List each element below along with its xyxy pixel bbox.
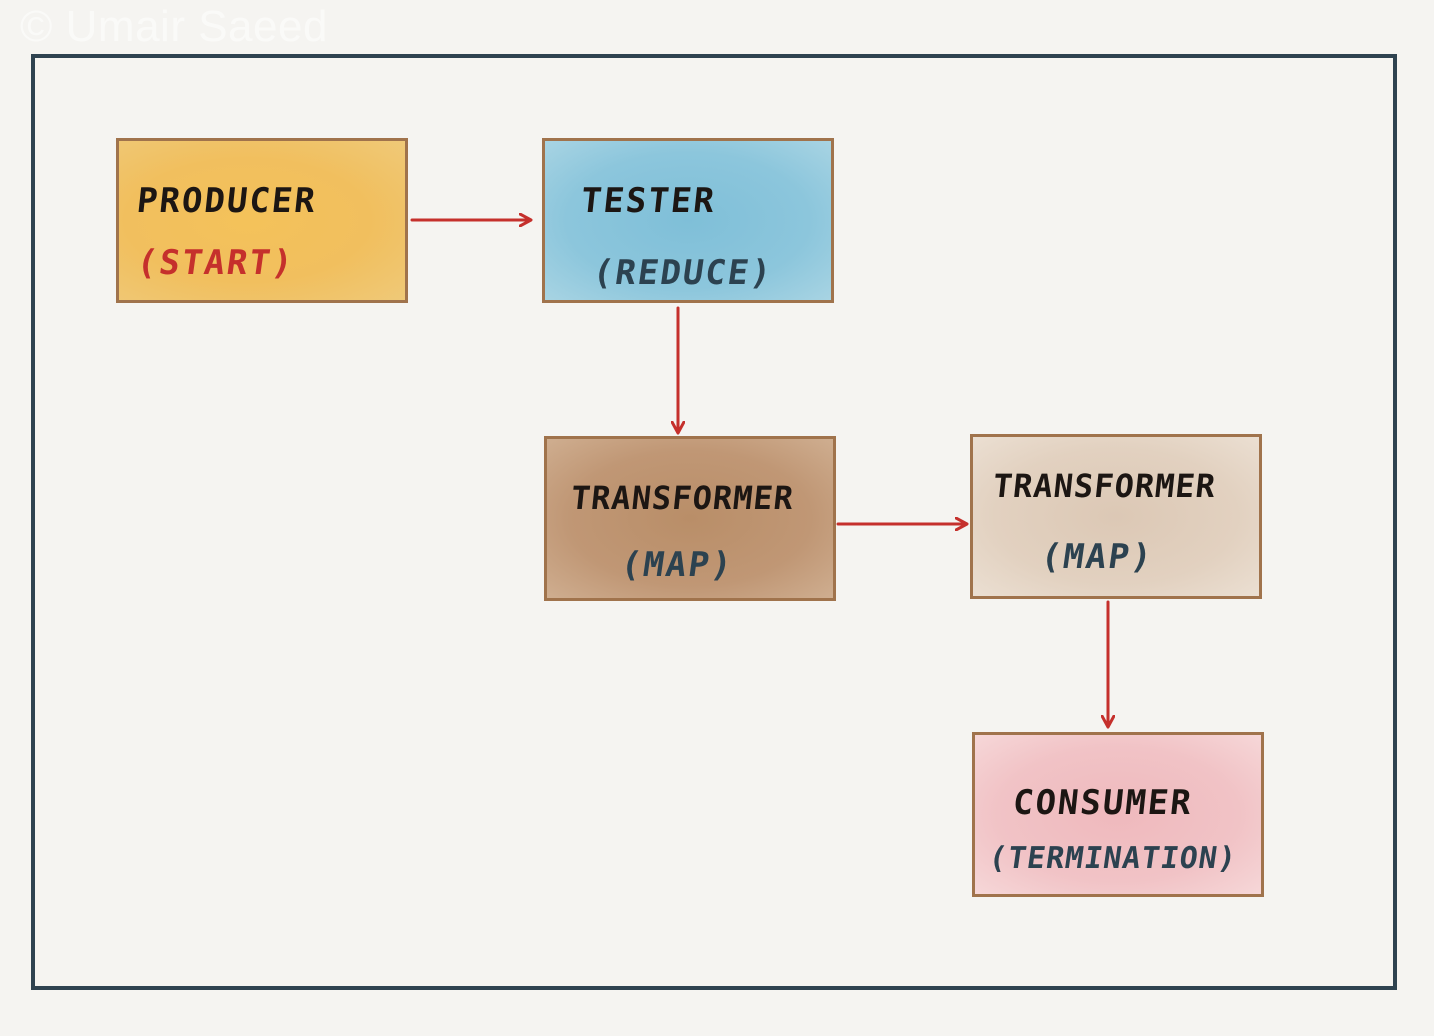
transformer-1-title: Transformer (569, 479, 796, 517)
copyright-watermark: © Umair Saeed (20, 2, 328, 51)
tester-subtitle: (Reduce) (590, 253, 776, 293)
diagram-frame (31, 54, 1397, 990)
transformer-1-subtitle: (Map) (618, 545, 737, 585)
transformer-2-title: Transformer (991, 467, 1218, 505)
transformer-node-2: Transformer (Map) (970, 434, 1262, 599)
producer-node: Producer (Start) (116, 138, 408, 303)
transformer-node-1: Transformer (Map) (544, 436, 836, 601)
producer-subtitle: (Start) (134, 243, 298, 283)
consumer-subtitle: (Termination) (986, 841, 1240, 876)
tester-node: Tester (Reduce) (542, 138, 834, 303)
transformer-2-subtitle: (Map) (1038, 537, 1157, 577)
consumer-title: Consumer (1010, 783, 1195, 823)
consumer-node: Consumer (Termination) (972, 732, 1264, 897)
tester-title: Tester (578, 181, 718, 221)
producer-title: Producer (134, 181, 319, 221)
